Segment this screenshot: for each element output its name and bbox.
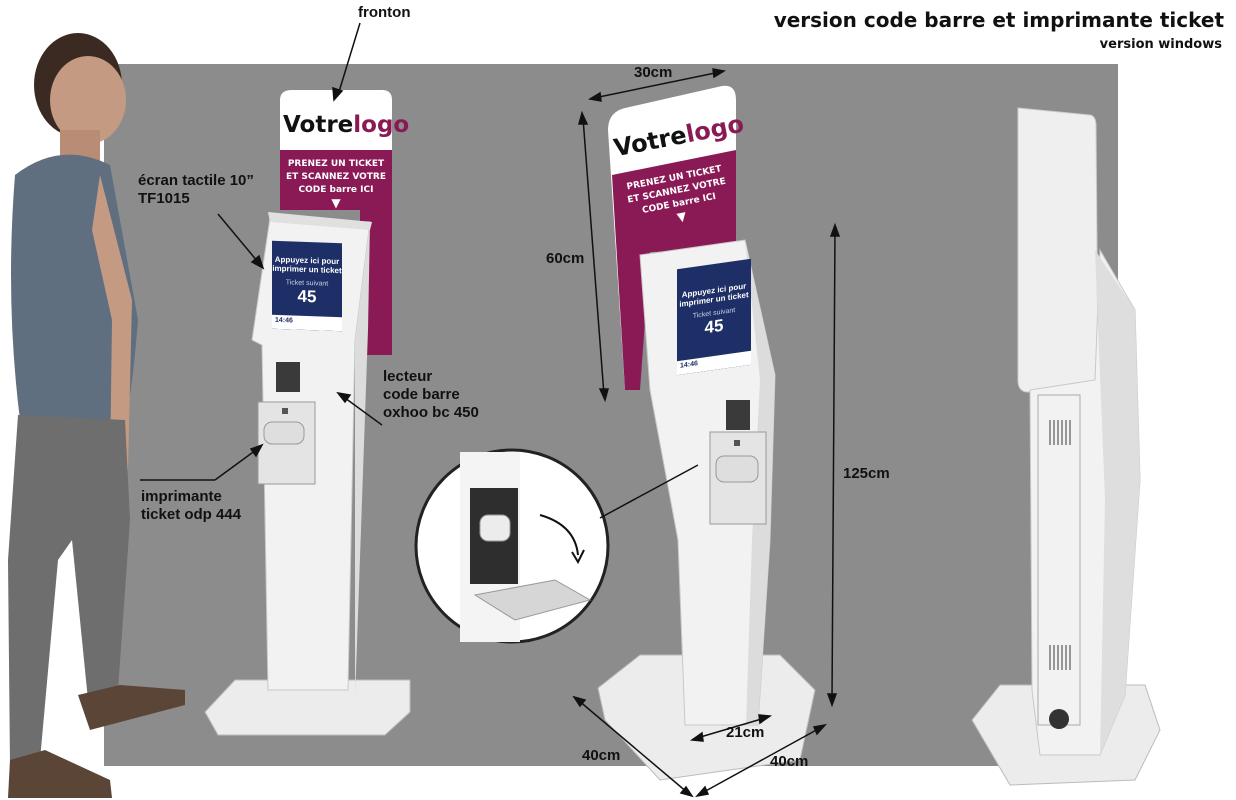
screen-time: 14:46 — [272, 314, 342, 332]
callout-arrows — [140, 22, 383, 481]
kiosk1-touchscreen: Appuyez ici pour imprimer un ticket Tick… — [272, 240, 342, 332]
kiosk-back-view — [971, 107, 1161, 786]
dim-height-fronton: 60cm — [546, 250, 585, 267]
fronton-line-1: PRENEZ UN TICKET — [287, 159, 385, 169]
kiosk1-fronton-text: PRENEZ UN TICKET ET SCANNEZ VOTRE CODE b… — [282, 158, 390, 210]
screen-text-2: imprimer un ticket — [272, 263, 342, 276]
label-reader-line3: oxhoo bc 450 — [383, 404, 479, 421]
kiosk1-logo: Votrelogo — [283, 112, 409, 138]
dim-width-column: 21cm — [726, 724, 765, 741]
dim-base-right: 40cm — [770, 753, 809, 770]
page-title: version code barre et imprimante ticket — [773, 8, 1224, 32]
label-touchscreen-line1: écran tactile 10” — [138, 172, 254, 189]
person-figure — [8, 33, 185, 798]
label-printer-line1: imprimante — [141, 488, 222, 505]
label-reader-line2: code barre — [383, 386, 460, 403]
label-printer: imprimante ticket odp 444 — [141, 488, 241, 524]
dim-height-total: 125cm — [843, 465, 890, 482]
label-barcode-reader: lecteur code barre oxhoo bc 450 — [383, 368, 479, 422]
down-arrow-icon: ▼ — [331, 196, 341, 210]
logo-logo: logo — [353, 112, 410, 138]
label-printer-line2: ticket odp 444 — [141, 506, 242, 523]
screen-number: 45 — [297, 286, 317, 307]
dim-width-top: 30cm — [634, 64, 673, 81]
kiosk-front-view — [204, 90, 411, 736]
label-touchscreen: écran tactile 10” TF1015 — [138, 172, 254, 208]
label-touchscreen-line2: TF1015 — [138, 190, 190, 207]
label-fronton: fronton — [358, 4, 411, 21]
fronton-line-2: ET SCANNEZ VOTRE — [285, 172, 387, 182]
printer-zoom-detail — [414, 448, 699, 644]
label-reader-line1: lecteur — [383, 368, 433, 385]
dim-base-left: 40cm — [582, 747, 621, 764]
fronton-line-3: CODE barre ICI — [298, 185, 374, 195]
page-subtitle: version windows — [1099, 37, 1222, 52]
kiosk2-touchscreen: Appuyez ici pour imprimer un ticket Tick… — [677, 258, 751, 376]
dimension-lines — [572, 68, 841, 798]
logo-votre: Votre — [283, 112, 354, 138]
